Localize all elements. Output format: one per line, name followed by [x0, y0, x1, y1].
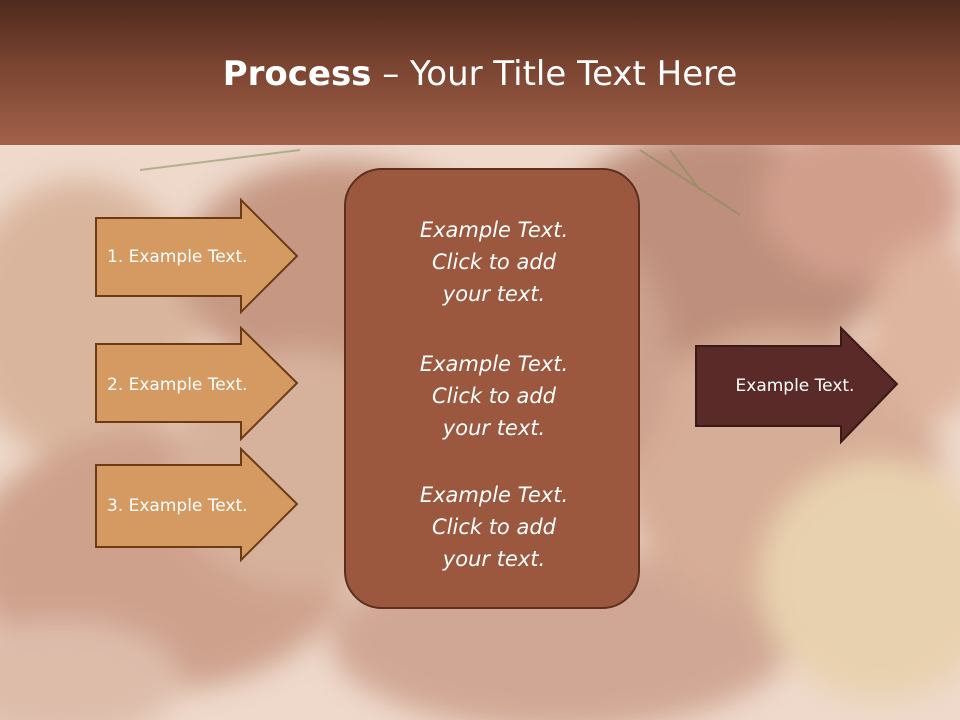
arrow-shape [95, 446, 299, 563]
result-label: Example Text. [735, 376, 855, 396]
title-rest: – Your Title Text Here [371, 54, 738, 94]
process-step-arrow-1[interactable]: 1. Example Text. [95, 197, 300, 315]
arrow-shape [695, 325, 899, 445]
slide-title[interactable]: Process – Your Title Text Here [0, 52, 960, 96]
title-bar [0, 0, 960, 145]
center-text-block-1: Example Text. Click to add your text. [346, 214, 642, 310]
center-text-line: your text. [442, 282, 546, 306]
center-text-box[interactable]: Example Text. Click to add your text. Ex… [344, 168, 640, 609]
center-text-line: Click to add [431, 515, 556, 539]
process-step-arrow-3[interactable]: 3. Example Text. [95, 446, 300, 563]
arrow-shape [95, 197, 299, 315]
center-text-line: your text. [442, 416, 546, 440]
process-step-label: 2. Example Text. [107, 374, 248, 395]
process-step-label: 1. Example Text. [107, 246, 248, 267]
center-text-line: Example Text. [419, 352, 569, 376]
center-text-line: Example Text. [419, 218, 569, 242]
center-text-line: Click to add [431, 384, 556, 408]
process-step-label: 3. Example Text. [107, 495, 248, 516]
result-arrow[interactable]: Example Text. [695, 325, 900, 445]
center-text-line: Example Text. [419, 483, 569, 507]
center-text-block-3: Example Text. Click to add your text. [346, 479, 642, 575]
title-bold: Process [222, 54, 372, 94]
arrow-shape [95, 325, 299, 442]
center-text-block-2: Example Text. Click to add your text. [346, 348, 642, 444]
center-text-line: your text. [442, 547, 546, 571]
process-step-arrow-2[interactable]: 2. Example Text. [95, 325, 300, 442]
center-text-line: Click to add [431, 250, 556, 274]
